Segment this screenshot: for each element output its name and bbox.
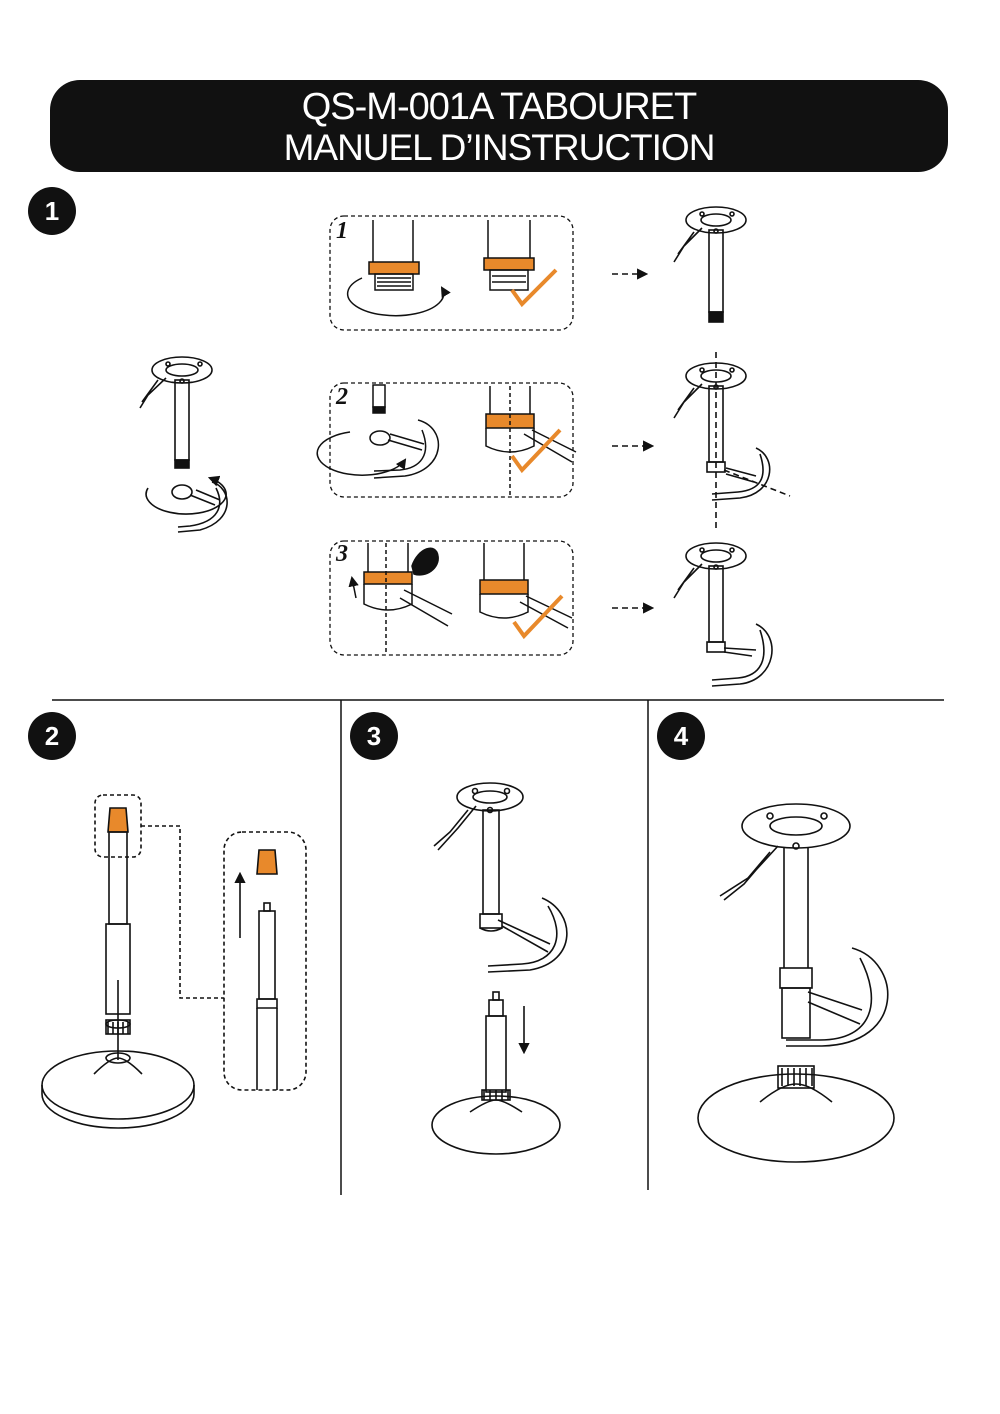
substep1-detail [346,220,558,317]
step-4-badge: 4 [657,712,705,760]
title-banner: QS-M-001A TABOURET MANUEL D’INSTRUCTION [50,80,948,172]
substep2-detail [316,384,577,496]
substep-2-label: 2 [336,384,348,410]
substep3-result [673,542,773,687]
step3-illustration [431,782,568,1155]
substep-boxes [329,215,574,656]
substep-1-label: 1 [336,218,348,244]
substep3-detail [348,543,573,653]
substep-result-arrows [612,268,655,614]
title-line-1: QS-M-001A TABOURET [301,86,697,128]
substep-3-label: 3 [336,541,348,567]
substep2-result [673,352,791,528]
title-line-2: MANUEL D’INSTRUCTION [283,127,716,168]
step-2-badge: 2 [28,712,76,760]
step4-illustration [697,803,895,1163]
substep1-result [673,206,747,323]
step-1-badge: 1 [28,187,76,235]
step2-illustration [41,794,307,1129]
step-3-badge: 3 [350,712,398,760]
section-dividers [52,699,944,1195]
step1-column-overview [139,356,228,533]
